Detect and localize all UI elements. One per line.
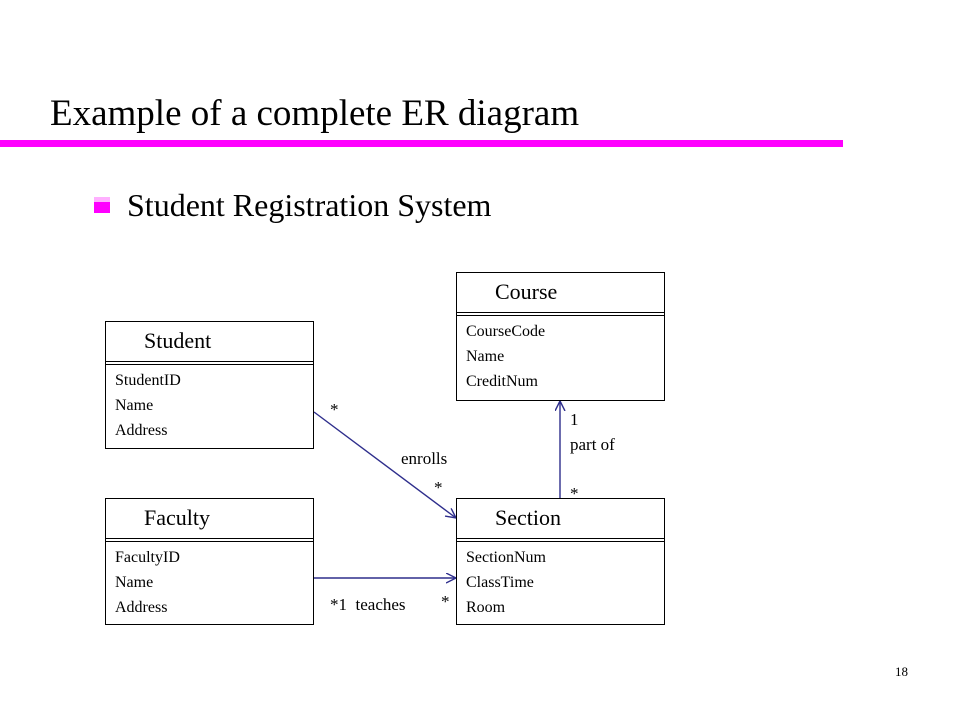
entity-course-attributes: CourseCode Name CreditNum: [466, 319, 545, 394]
enrolls-student-multiplicity: *: [330, 400, 339, 419]
attribute: Address: [115, 599, 168, 616]
title-underline: [0, 140, 843, 147]
attribute: Name: [466, 348, 505, 365]
entity-faculty: Faculty FacultyID Name Address: [105, 498, 314, 625]
attribute: StudentID: [115, 372, 181, 389]
attribute: FacultyID: [115, 549, 180, 566]
entity-divider: [457, 538, 664, 542]
entity-divider: [457, 312, 664, 316]
entity-student-name: Student: [144, 328, 212, 353]
attribute: SectionNum: [466, 549, 546, 566]
attribute: Name: [115, 574, 154, 591]
entity-faculty-name: Faculty: [144, 505, 210, 530]
enrolls-section-multiplicity: *: [434, 478, 443, 497]
enrolls-label: enrolls: [401, 449, 448, 468]
entity-course: Course CourseCode Name CreditNum: [456, 272, 665, 401]
attribute: CourseCode: [466, 323, 546, 340]
teaches-label: *1 teaches: [330, 595, 406, 614]
entity-divider: [106, 361, 313, 365]
entity-faculty-attributes: FacultyID Name Address: [115, 545, 180, 620]
entity-student-attributes: StudentID Name Address: [115, 368, 181, 443]
bullet-item: Student Registration System: [92, 185, 491, 225]
diamond-bullet-icon: [94, 197, 110, 213]
bullet-text: Student Registration System: [127, 186, 492, 223]
part-of-section-multiplicity: *: [570, 484, 579, 503]
page-number: 18: [895, 664, 908, 679]
slide-title: Example of a complete ER diagram: [50, 93, 580, 134]
teaches-section-multiplicity: *: [441, 592, 450, 611]
part-of-course-multiplicity: 1: [570, 410, 579, 429]
attribute: Room: [466, 599, 506, 616]
entity-student: Student StudentID Name Address: [105, 321, 314, 449]
attribute: CreditNum: [466, 373, 538, 390]
entity-divider: [106, 538, 313, 542]
attribute: Name: [115, 397, 154, 414]
attribute: ClassTime: [466, 574, 534, 591]
enrolls-line: [313, 411, 456, 518]
entity-section: Section SectionNum ClassTime Room: [456, 498, 665, 625]
entity-course-name: Course: [495, 279, 558, 304]
entity-section-name: Section: [495, 505, 561, 530]
attribute: Address: [115, 422, 168, 439]
entity-section-attributes: SectionNum ClassTime Room: [466, 545, 546, 620]
part-of-label: part of: [570, 435, 615, 454]
